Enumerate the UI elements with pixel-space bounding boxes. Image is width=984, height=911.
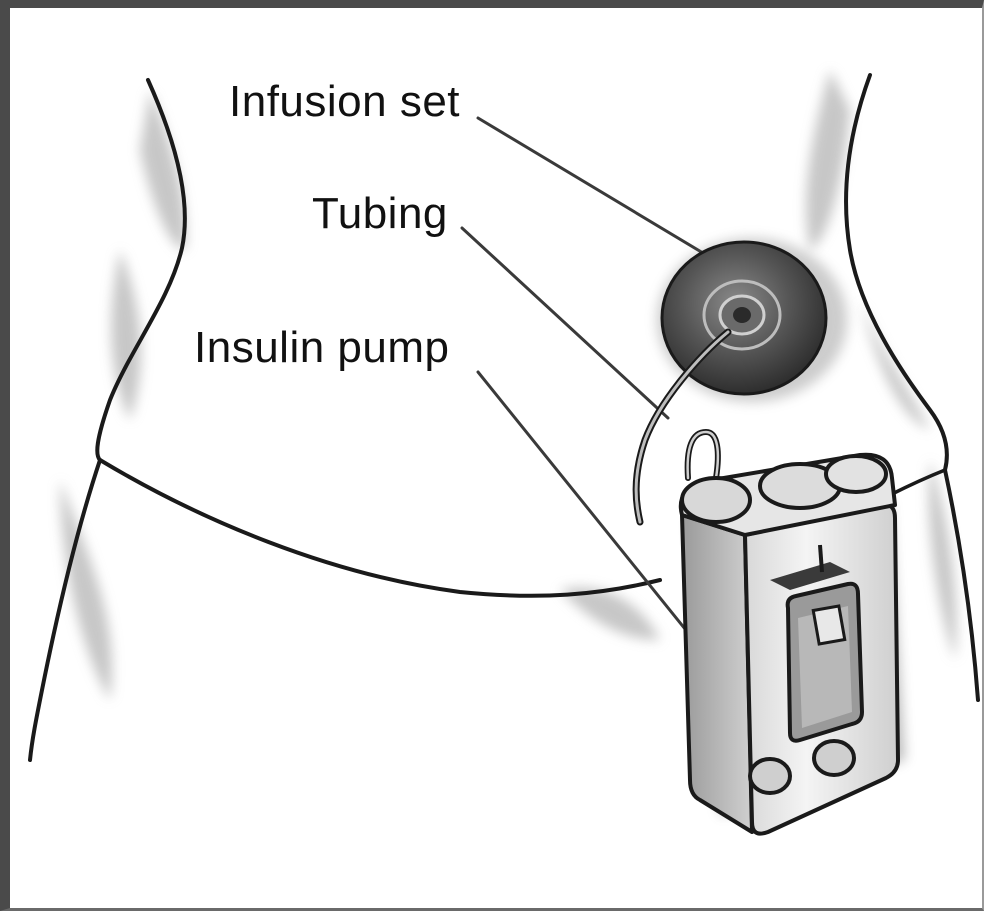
leader-line-infusion-set [478, 118, 718, 262]
insulin-pump-label: Insulin pump [194, 326, 449, 370]
tubing-label: Tubing [312, 192, 448, 236]
infusion-set-label: Infusion set [229, 80, 460, 124]
insulin-pump-icon [681, 455, 905, 834]
